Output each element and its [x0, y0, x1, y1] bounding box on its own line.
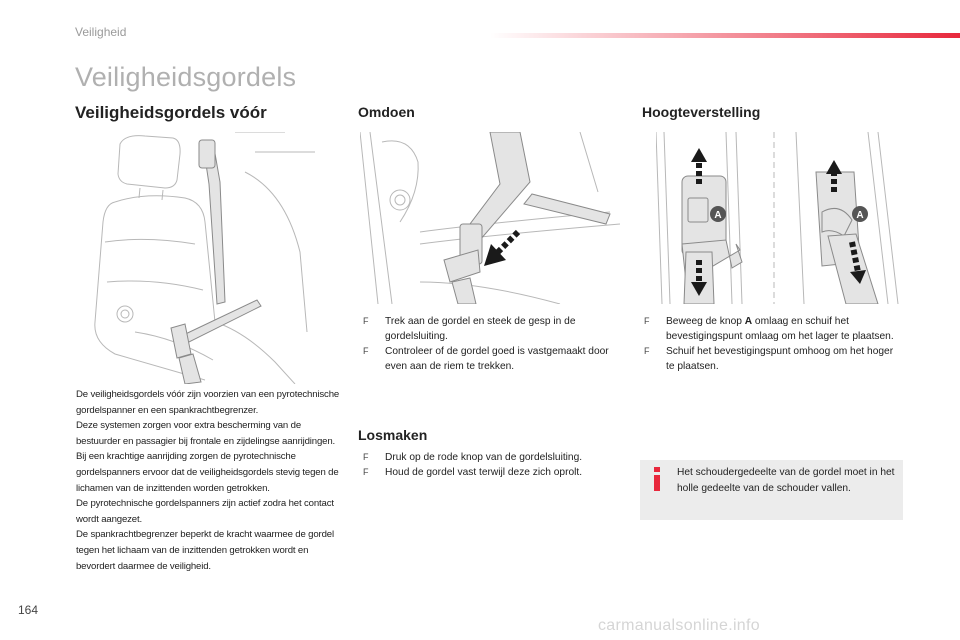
step-text: Schuif het bevestigingspunt omhoog om he… [666, 346, 894, 372]
list-item: F Druk op de rode knop van de gordelsluit… [363, 450, 613, 465]
unfastening-heading: Losmaken [358, 427, 428, 443]
step-text-pre: Beweeg de knop [666, 316, 745, 327]
list-item: F Houd de gordel vast terwijl deze zich o… [363, 465, 613, 480]
description-paragraph: De pyrotechnische gordelspanners zijn ac… [76, 498, 334, 525]
step-text: Controleer of de gordel goed is vastgema… [385, 346, 609, 372]
fastening-steps: F Trek aan de gordel en steek de gesp in … [363, 314, 623, 374]
bullet-marker: F [644, 316, 650, 326]
page-title: Veiligheidsgordels [75, 62, 297, 92]
height-adjustment-steps: F Beweeg de knop A omlaag en schuif het b… [644, 314, 899, 374]
step-text: Druk op de rode knop van de gordelsluiti… [385, 452, 583, 463]
section-label: Veiligheid [75, 25, 127, 39]
list-item: F Controleer of de gordel goed is vastgem… [363, 344, 623, 374]
step-text: Houd de gordel vast terwijl deze zich op… [385, 467, 583, 478]
step-text: Trek aan de gordel en steek de gesp in d… [385, 316, 576, 342]
bullet-marker: F [363, 346, 369, 356]
bullet-marker: F [644, 346, 650, 356]
list-item: F Beweeg de knop A omlaag en schuif het b… [644, 314, 899, 344]
info-text: Het schoudergedeelte van de gordel moet … [677, 467, 895, 494]
list-item: F Trek aan de gordel en steek de gesp in … [363, 314, 623, 344]
description-paragraph: De veiligheidsgordels vóór zijn voorzien… [76, 389, 340, 416]
header-accent-bar [490, 33, 960, 38]
bullet-marker: F [363, 467, 369, 477]
height-adjustment-illustration: A A [656, 132, 899, 304]
seat-belt-seat-illustration [94, 132, 315, 384]
button-a-callout: A [714, 210, 721, 221]
button-a-label: A [744, 316, 753, 327]
watermark: carmanualsonline.info [598, 617, 760, 634]
bullet-marker: F [363, 452, 369, 462]
description-paragraph: De spankrachtbegrenzer beperkt de kracht… [76, 529, 334, 572]
description-paragraph: Deze systemen zorgen voor extra bescherm… [76, 420, 339, 494]
fastening-heading: Omdoen [358, 104, 415, 120]
height-adjustment-heading: Hoogteverstelling [642, 104, 761, 120]
info-icon [654, 467, 660, 491]
unfastening-steps: F Druk op de rode knop van de gordelsluit… [363, 450, 613, 480]
front-seatbelts-heading: Veiligheidsgordels vóór [75, 103, 267, 122]
list-item: F Schuif het bevestigingspunt omhoog om h… [644, 344, 899, 374]
button-a-callout: A [856, 210, 863, 221]
info-box [640, 460, 903, 520]
page-number: 164 [18, 603, 39, 617]
fastening-buckle-illustration [360, 132, 621, 304]
bullet-marker: F [363, 316, 369, 326]
front-seatbelts-description: De veiligheidsgordels vóór zijn voorzien… [76, 387, 344, 574]
step-text-post: omlaag en schuif het bevestigingspunt om… [666, 316, 894, 342]
